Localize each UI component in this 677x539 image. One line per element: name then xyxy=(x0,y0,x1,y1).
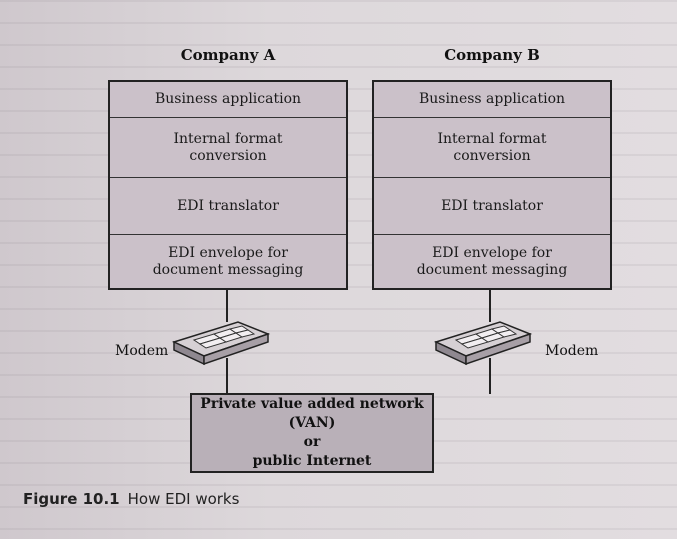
company-b-edi-envelope: EDI envelope for document messaging xyxy=(374,235,610,288)
figure-caption: Figure 10.1 How EDI works xyxy=(23,490,239,508)
network-line-2: or xyxy=(303,434,321,450)
company-a-internal-format-conversion: Internal format conversion xyxy=(110,118,346,178)
wire-a-to-modem xyxy=(226,290,228,322)
network-line-3: public Internet xyxy=(252,453,372,469)
modem-right-label: Modem xyxy=(545,343,599,359)
figure-caption-text: How EDI works xyxy=(127,490,240,508)
modem-right-icon xyxy=(433,321,533,366)
company-a-stack: Business application Internal format con… xyxy=(108,80,348,290)
figure-number: Figure 10.1 xyxy=(23,490,120,508)
wire-modem-a-to-van xyxy=(226,358,228,394)
company-a-title: Company A xyxy=(180,46,276,64)
modem-left-icon xyxy=(171,321,271,366)
company-b-edi-translator: EDI translator xyxy=(374,178,610,235)
company-a-edi-translator: EDI translator xyxy=(110,178,346,235)
network-line-1: Private value added network (VAN) xyxy=(200,396,424,431)
company-b-title: Company B xyxy=(444,46,540,64)
company-b-stack: Business application Internal format con… xyxy=(372,80,612,290)
company-a-edi-envelope: EDI envelope for document messaging xyxy=(110,235,346,288)
modem-left-label: Modem xyxy=(115,343,169,359)
wire-b-to-modem xyxy=(489,290,491,322)
company-a-business-application: Business application xyxy=(110,82,346,118)
network-box: Private value added network (VAN) or pub… xyxy=(190,393,434,473)
wire-modem-b-to-van xyxy=(489,358,491,394)
company-b-internal-format-conversion: Internal format conversion xyxy=(374,118,610,178)
company-b-business-application: Business application xyxy=(374,82,610,118)
